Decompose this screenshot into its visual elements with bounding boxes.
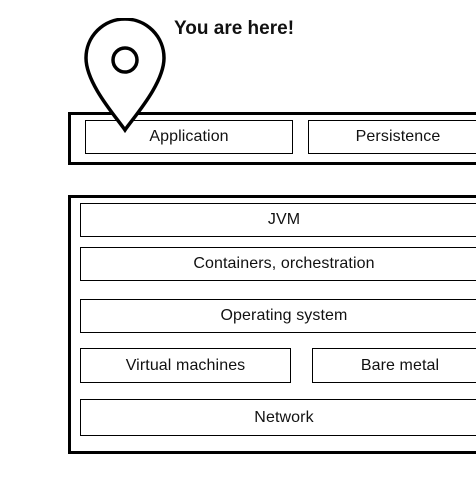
application-box: Application xyxy=(85,120,293,154)
you-are-here-label: You are here! xyxy=(174,18,295,39)
network-box: Network xyxy=(80,399,476,436)
virtual-machines-box: Virtual machines xyxy=(80,348,291,383)
map-pin-icon xyxy=(84,18,166,134)
jvm-box: JVM xyxy=(80,203,476,237)
bare-metal-box: Bare metal xyxy=(312,348,476,383)
containers-orchestration-box: Containers, orchestration xyxy=(80,247,476,281)
operating-system-box: Operating system xyxy=(80,299,476,333)
persistence-box: Persistence xyxy=(308,120,476,154)
